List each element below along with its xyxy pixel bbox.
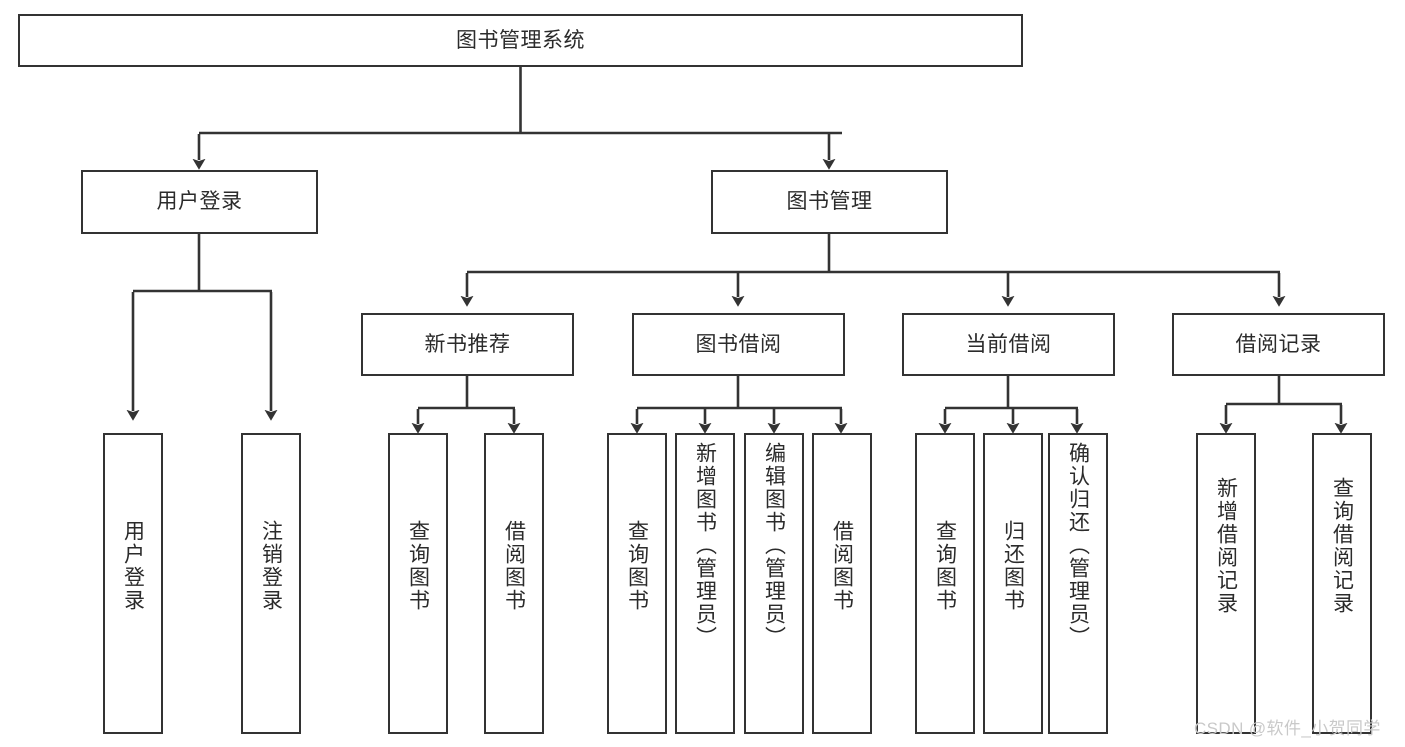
- node-label: 归还图书: [1001, 520, 1025, 612]
- node-new-book-recommend[interactable]: 新书推荐: [361, 313, 574, 376]
- edge-group-book-borrow: [630, 376, 848, 434]
- node-label: 用户登录: [121, 520, 145, 612]
- leaf-add-book-admin[interactable]: 新增图书（管理员）: [675, 433, 735, 734]
- node-book-borrow[interactable]: 图书借阅: [632, 313, 845, 376]
- edge-group-user-login: [126, 234, 278, 421]
- node-borrow-record[interactable]: 借阅记录: [1172, 313, 1385, 376]
- node-label: 查询借阅记录: [1330, 477, 1354, 615]
- edge-group-current-borrow: [938, 376, 1084, 434]
- leaf-borrow-book-borrow[interactable]: 借阅图书: [812, 433, 872, 734]
- leaf-borrow-book-new-recommend[interactable]: 借阅图书: [484, 433, 544, 734]
- leaf-query-book-new-recommend[interactable]: 查询图书: [388, 433, 448, 734]
- node-label: 查询图书: [933, 520, 957, 612]
- node-label: 新书推荐: [424, 332, 511, 356]
- node-label: 借阅图书: [502, 520, 526, 612]
- leaf-query-book-borrow[interactable]: 查询图书: [607, 433, 667, 734]
- node-label: 新增图书（管理员）: [693, 442, 717, 649]
- edge-group-borrow-record: [1219, 376, 1348, 434]
- node-label: 确认归还（管理员）: [1066, 442, 1090, 649]
- node-label: 图书管理: [786, 190, 873, 214]
- node-book-manage[interactable]: 图书管理: [711, 170, 948, 234]
- node-label: 查询图书: [406, 520, 430, 612]
- leaf-query-borrow-record[interactable]: 查询借阅记录: [1312, 433, 1372, 734]
- node-label: 注销登录: [259, 520, 283, 612]
- leaf-logout-login[interactable]: 注销登录: [241, 433, 301, 734]
- leaf-edit-book-admin[interactable]: 编辑图书（管理员）: [744, 433, 804, 734]
- node-current-borrow[interactable]: 当前借阅: [902, 313, 1115, 376]
- node-label: 借阅图书: [830, 520, 854, 612]
- node-root-book-management-system[interactable]: 图书管理系统: [18, 14, 1023, 67]
- node-user-login[interactable]: 用户登录: [81, 170, 318, 234]
- leaf-confirm-return-admin[interactable]: 确认归还（管理员）: [1048, 433, 1108, 734]
- edge-group-new-book-recommend: [411, 376, 521, 434]
- node-label: 当前借阅: [965, 332, 1052, 356]
- node-label: 新增借阅记录: [1214, 477, 1238, 615]
- edge-group-root: [192, 67, 842, 170]
- leaf-add-borrow-record[interactable]: 新增借阅记录: [1196, 433, 1256, 734]
- leaf-query-book-current[interactable]: 查询图书: [915, 433, 975, 734]
- node-label: 图书借阅: [695, 332, 782, 356]
- node-label: 编辑图书（管理员）: [762, 442, 786, 649]
- node-label: 查询图书: [625, 520, 649, 612]
- leaf-return-book[interactable]: 归还图书: [983, 433, 1043, 734]
- leaf-user-login[interactable]: 用户登录: [103, 433, 163, 734]
- edge-group-book-manage: [460, 234, 1286, 307]
- node-label: 用户登录: [156, 190, 243, 214]
- node-label: 图书管理系统: [456, 28, 585, 52]
- csdn-watermark: CSDN @软件_小贺同学: [1194, 719, 1381, 738]
- node-label: 借阅记录: [1235, 332, 1322, 356]
